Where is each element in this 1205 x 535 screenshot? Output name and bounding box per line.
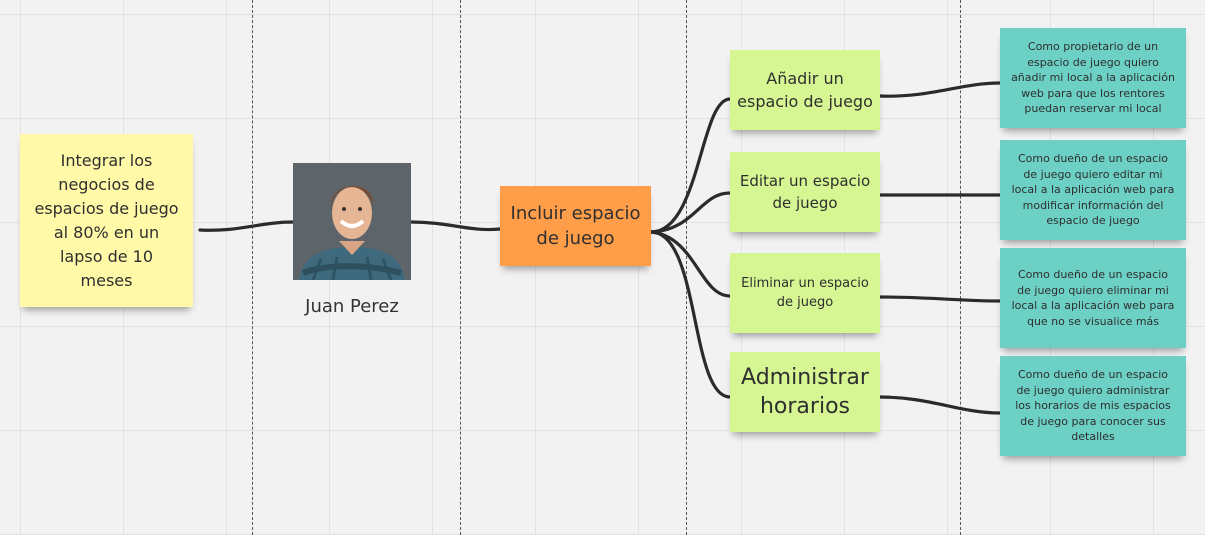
story-sticky-schedule[interactable]: Como dueño de un espacio de juego quiero… (1000, 356, 1186, 456)
feature-text: Editar un espacio de juego (739, 172, 871, 212)
column-divider-4 (960, 0, 961, 535)
column-divider-2 (460, 0, 461, 535)
feature-text: Eliminar un espacio de juego (741, 276, 869, 310)
story-text: Como dueño de un espacio de juego quiero… (1011, 268, 1175, 328)
feature-sticky-edit[interactable]: Editar un espacio de juego (730, 152, 880, 232)
feature-text: Añadir un espacio de juego (737, 69, 873, 111)
epic-sticky-note[interactable]: Incluir espacio de juego (500, 186, 651, 266)
goal-text: Integrar los negocios de espacios de jue… (34, 150, 179, 290)
epic-text: Incluir espacio de juego (510, 203, 641, 249)
persona-name: Juan Perez (305, 296, 399, 317)
story-sticky-edit[interactable]: Como dueño de un espacio de juego quiero… (1000, 140, 1186, 240)
story-text: Como dueño de un espacio de juego quiero… (1011, 152, 1175, 228)
column-divider-3 (686, 0, 687, 535)
connector-feature-story-3 (878, 295, 1002, 303)
story-text: Como propietario de un espacio de juego … (1011, 40, 1175, 116)
persona-avatar (293, 163, 411, 280)
feature-sticky-add[interactable]: Añadir un espacio de juego (730, 50, 880, 130)
feature-sticky-schedule[interactable]: Administrar horarios (730, 352, 880, 432)
connector-epic-feature-3 (649, 230, 732, 298)
connector-goal-persona (198, 220, 295, 232)
connector-epic-feature-1 (649, 97, 732, 234)
connector-persona-epic (409, 220, 502, 232)
column-divider-1 (252, 0, 253, 535)
goal-sticky-note[interactable]: Integrar los negocios de espacios de jue… (20, 134, 193, 307)
connector-epic-feature-2 (649, 191, 732, 234)
feature-sticky-delete[interactable]: Eliminar un espacio de juego (730, 253, 880, 333)
connector-epic-feature-4 (649, 230, 732, 399)
feature-text: Administrar horarios (741, 365, 869, 419)
story-sticky-delete[interactable]: Como dueño de un espacio de juego quiero… (1000, 248, 1186, 348)
story-sticky-add[interactable]: Como propietario de un espacio de juego … (1000, 28, 1186, 128)
person-photo-icon (293, 163, 411, 280)
connector-feature-story-1 (878, 81, 1002, 98)
story-text: Como dueño de un espacio de juego quiero… (1015, 368, 1171, 444)
connector-feature-story-4 (878, 395, 1002, 415)
